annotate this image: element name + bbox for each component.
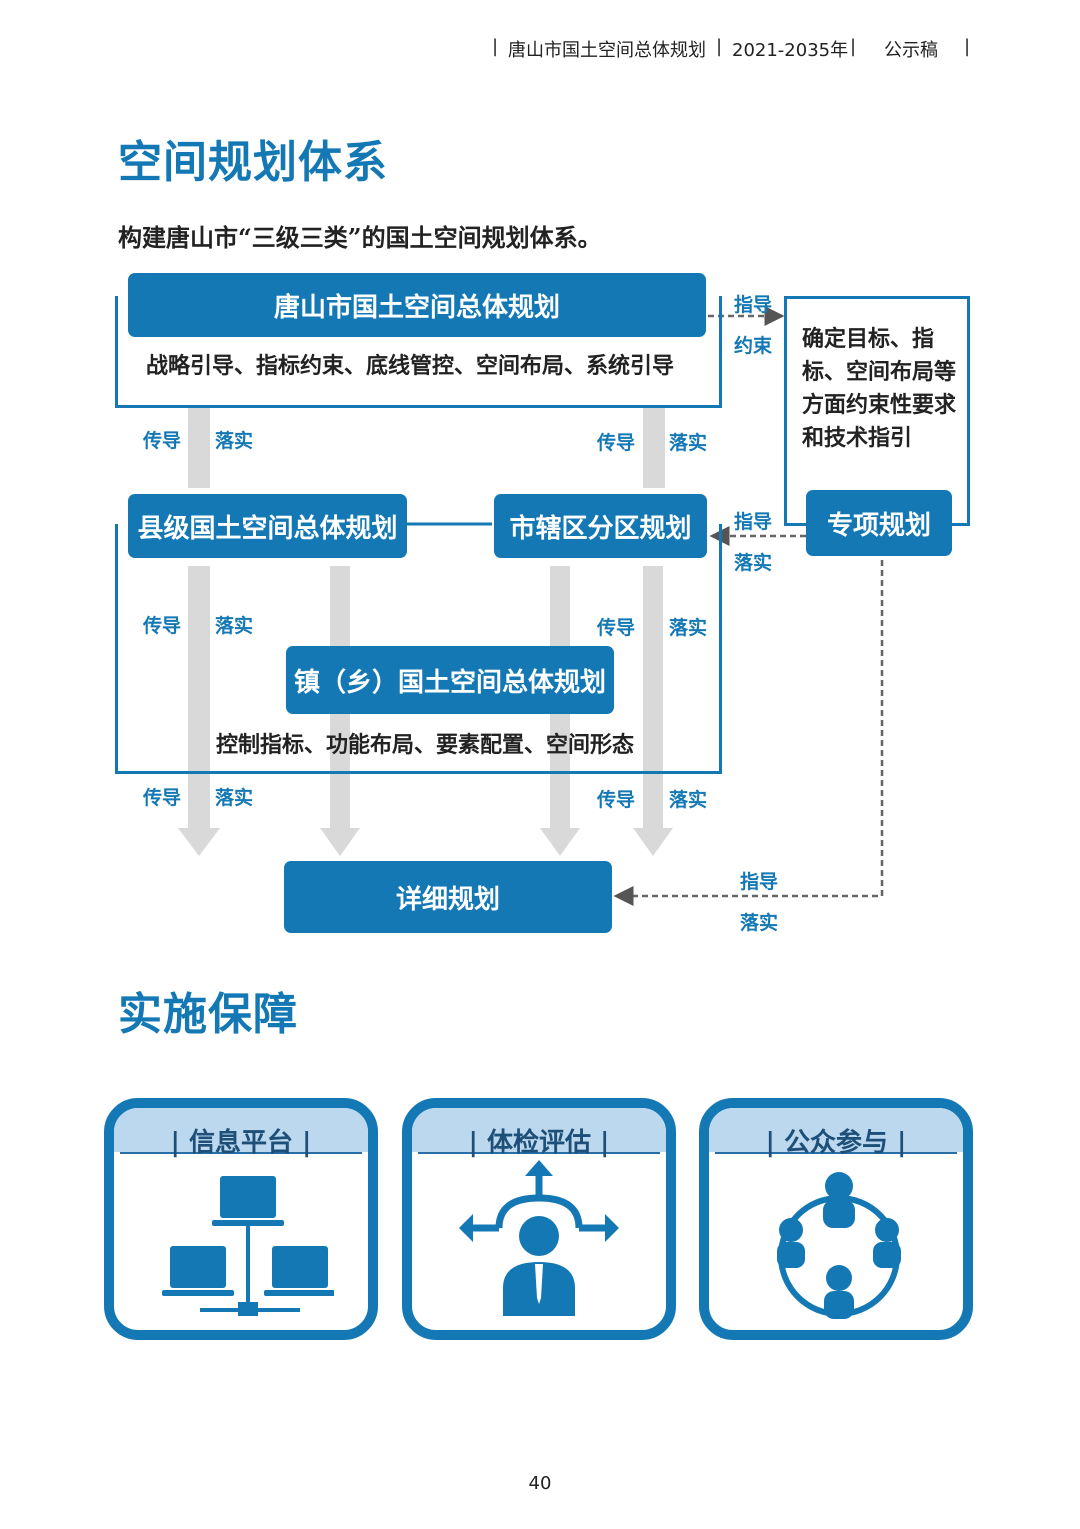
label-transmit: 传导: [597, 617, 636, 639]
connector-bar: [643, 408, 665, 488]
label-implement: 落实: [669, 617, 708, 639]
card-info-platform: | 信息平台 |: [104, 1098, 378, 1340]
header-sep: |: [716, 36, 723, 57]
header-plan-title: 唐山市国土空间总体规划: [508, 40, 706, 61]
label-implement: 落实: [734, 552, 773, 574]
network-computers-icon: [162, 1176, 334, 1316]
card-title: | 信息平台 |: [170, 1128, 312, 1158]
label-guide: 指导: [740, 871, 779, 893]
people-circle-icon: [777, 1172, 901, 1319]
label-implement: 落实: [669, 789, 708, 811]
card-rule: [715, 1152, 957, 1154]
card-header-band: [709, 1108, 963, 1152]
special-plan-note: 确定目标、指标、空间布局等方面约束性要求和技术指引: [802, 326, 957, 451]
label-implement: 落实: [215, 787, 254, 809]
header-sep: |: [850, 36, 857, 57]
district-plan-box: 市辖区分区规划: [494, 494, 707, 558]
label-transmit: 传导: [143, 430, 182, 452]
detail-plan-box: 详细规划: [284, 861, 612, 933]
diagram-connectors: [178, 306, 884, 906]
card-header-band: [412, 1108, 666, 1152]
label-implement: 落实: [740, 912, 779, 934]
page-number: 40: [528, 1473, 552, 1494]
section-title-planning-system: 空间规划体系: [118, 137, 388, 188]
master-plan-box: 唐山市国土空间总体规划: [128, 273, 706, 337]
label-implement: 落实: [669, 432, 708, 454]
town-plan-note: 控制指标、功能布局、要素配置、空间形态: [216, 732, 635, 758]
card-title: | 体检评估 |: [468, 1128, 610, 1158]
label-transmit: 传导: [143, 787, 182, 809]
label-implement: 落实: [215, 430, 254, 452]
label-transmit: 传导: [143, 615, 182, 637]
down-arrow: [633, 566, 673, 856]
label-constrain: 约束: [734, 335, 773, 357]
page-header: | 唐山市国土空间总体规划 | 2021-2035年 | 公示稿 |: [480, 36, 1000, 61]
down-arrow: [178, 566, 220, 856]
special-plan-box: 专项规划: [806, 490, 952, 556]
header-period: 2021-2035年: [732, 40, 849, 61]
card-health-assessment: | 体检评估 |: [402, 1098, 676, 1340]
lower-plans-frame: [115, 524, 722, 774]
connector-bar: [188, 408, 210, 488]
section-title-implementation: 实施保障: [118, 989, 298, 1040]
section-intro: 构建唐山市“三级三类”的国土空间规划体系。: [118, 223, 602, 252]
label-implement: 落实: [215, 615, 254, 637]
master-plan-note: 战略引导、指标约束、底线管控、空间布局、系统引导: [146, 353, 675, 379]
special-to-detail-arrow: [613, 560, 884, 906]
town-plan-box: 镇（乡）国土空间总体规划: [286, 646, 614, 714]
card-rule: [418, 1152, 660, 1154]
card-title: | 公众参与 |: [765, 1128, 907, 1158]
label-guide: 指导: [734, 511, 773, 533]
card-header-band: [114, 1108, 368, 1152]
label-guide: 指导: [734, 294, 773, 316]
header-draft: 公示稿: [884, 40, 938, 61]
label-transmit: 传导: [597, 789, 636, 811]
label-transmit: 传导: [597, 432, 636, 454]
card-public-participation: | 公众参与 |: [699, 1098, 973, 1340]
header-sep: |: [492, 36, 499, 57]
header-sep: |: [964, 36, 971, 57]
master-plan-frame: [115, 296, 722, 408]
county-plan-box: 县级国土空间总体规划: [128, 494, 407, 558]
person-arrows-icon: [459, 1160, 619, 1316]
card-rule: [120, 1152, 362, 1154]
